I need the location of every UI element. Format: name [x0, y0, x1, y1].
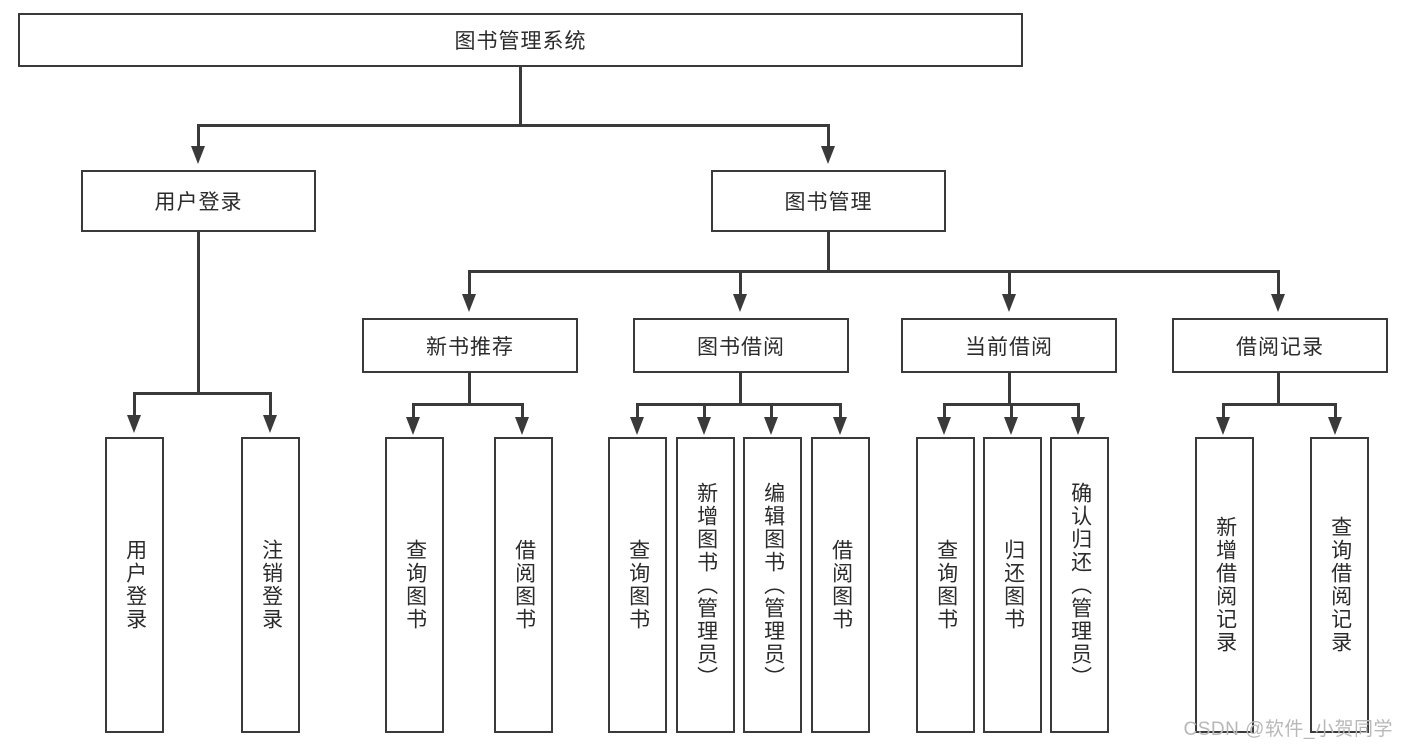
leaf-current-borrow-confirm-return-admin[interactable]: 确认归还（管理员） — [1050, 437, 1109, 733]
connector-book-manage-drop-3 — [1008, 270, 1011, 296]
leaf-label: 查询借阅记录 — [1328, 516, 1352, 654]
leaf-label: 确认归还（管理员） — [1068, 481, 1092, 689]
leaf-book-borrow-borrow-book[interactable]: 借阅图书 — [811, 437, 870, 733]
leaf-label: 注销登录 — [259, 539, 283, 631]
leaf-user-login-logout[interactable]: 注销登录 — [241, 437, 300, 733]
node-root-library-system[interactable]: 图书管理系统 — [18, 13, 1023, 67]
leaf-borrow-record-add-record[interactable]: 新增借阅记录 — [1195, 437, 1254, 733]
connector-book-borrow-drop-4 — [839, 403, 842, 419]
csdn-watermark: CSDN @软件_小贺同学 — [1183, 719, 1393, 740]
leaf-current-borrow-query-book[interactable]: 查询图书 — [916, 437, 975, 733]
arrowhead-current-borrow-leaf-2 — [1004, 417, 1018, 435]
connector-new-book-drop-2 — [521, 403, 524, 419]
arrowhead-to-new-book-recommend — [462, 294, 476, 312]
arrowhead-book-borrow-leaf-1 — [630, 417, 644, 435]
node-book-management[interactable]: 图书管理 — [711, 170, 946, 232]
node-new-book-recommend[interactable]: 新书推荐 — [362, 318, 578, 373]
arrowhead-user-login-leaf-1 — [127, 415, 141, 433]
node-root-label: 图书管理系统 — [454, 30, 587, 53]
leaf-label: 用户登录 — [123, 539, 147, 631]
connector-book-borrow-drop-2 — [703, 403, 706, 419]
connector-book-manage-bar — [468, 270, 1280, 273]
arrowhead-new-book-leaf-1 — [406, 417, 420, 435]
arrowhead-to-current-borrow — [1002, 294, 1016, 312]
connector-current-borrow-drop-1 — [943, 403, 946, 419]
connector-book-manage-stub — [827, 232, 830, 270]
node-new-book-recommend-label: 新书推荐 — [426, 335, 514, 359]
node-user-login-label: 用户登录 — [154, 191, 243, 214]
connector-new-book-drop-1 — [412, 403, 415, 419]
connector-root-to-book-manage — [827, 124, 830, 148]
arrowhead-new-book-leaf-2 — [515, 417, 529, 435]
node-user-login[interactable]: 用户登录 — [81, 170, 316, 232]
arrowhead-current-borrow-leaf-3 — [1071, 417, 1085, 435]
leaf-book-borrow-query-book[interactable]: 查询图书 — [608, 437, 667, 733]
arrowhead-root-to-book-manage — [821, 146, 835, 164]
leaf-label: 新增图书（管理员） — [694, 481, 718, 689]
leaf-label: 查询图书 — [403, 539, 427, 631]
leaf-label: 借阅图书 — [512, 539, 536, 631]
connector-root-bar — [197, 124, 830, 127]
connector-borrow-record-stub — [1277, 373, 1280, 403]
leaf-current-borrow-return-book[interactable]: 归还图书 — [983, 437, 1042, 733]
arrowhead-current-borrow-leaf-1 — [937, 417, 951, 435]
connector-borrow-record-drop-1 — [1222, 403, 1225, 419]
leaf-borrow-record-query-record[interactable]: 查询借阅记录 — [1310, 437, 1369, 733]
arrowhead-borrow-record-leaf-1 — [1216, 417, 1230, 435]
connector-borrow-record-drop-2 — [1334, 403, 1337, 419]
connector-book-borrow-bar — [636, 403, 842, 406]
connector-user-login-drop-2 — [269, 392, 272, 417]
arrowhead-book-borrow-leaf-3 — [764, 417, 778, 435]
connector-book-manage-drop-1 — [468, 270, 471, 296]
connector-root-to-user-login — [197, 124, 200, 148]
arrowhead-book-borrow-leaf-2 — [697, 417, 711, 435]
node-current-borrow-label: 当前借阅 — [965, 335, 1053, 359]
node-current-borrow[interactable]: 当前借阅 — [901, 318, 1117, 373]
node-borrow-record-label: 借阅记录 — [1236, 335, 1324, 359]
connector-new-book-stub — [468, 373, 471, 403]
arrowhead-user-login-leaf-2 — [263, 415, 277, 433]
leaf-label: 查询图书 — [934, 539, 958, 631]
connector-root-stub — [519, 67, 522, 124]
leaf-label: 编辑图书（管理员） — [761, 481, 785, 689]
leaf-book-borrow-edit-book-admin[interactable]: 编辑图书（管理员） — [743, 437, 802, 733]
connector-current-borrow-drop-3 — [1077, 403, 1080, 419]
leaf-label: 新增借阅记录 — [1213, 516, 1237, 654]
connector-book-borrow-stub — [739, 373, 742, 403]
leaf-label: 归还图书 — [1001, 539, 1025, 631]
connector-book-borrow-drop-3 — [770, 403, 773, 419]
connector-current-borrow-drop-2 — [1010, 403, 1013, 419]
connector-book-borrow-drop-1 — [636, 403, 639, 419]
node-borrow-record[interactable]: 借阅记录 — [1172, 318, 1388, 373]
arrowhead-root-to-user-login — [191, 146, 205, 164]
connector-borrow-record-bar — [1222, 403, 1337, 406]
connector-user-login-stub — [197, 232, 200, 392]
connector-book-manage-drop-2 — [739, 270, 742, 296]
leaf-user-login-login[interactable]: 用户登录 — [105, 437, 164, 733]
leaf-label: 查询图书 — [626, 539, 650, 631]
leaf-new-book-borrow-book[interactable]: 借阅图书 — [494, 437, 553, 733]
arrowhead-book-borrow-leaf-4 — [833, 417, 847, 435]
connector-new-book-bar — [412, 403, 524, 406]
connector-current-borrow-stub — [1008, 373, 1011, 403]
leaf-new-book-query-book[interactable]: 查询图书 — [385, 437, 444, 733]
node-book-management-label: 图书管理 — [784, 191, 873, 214]
connector-user-login-bar — [133, 392, 269, 395]
connector-user-login-drop-1 — [133, 392, 136, 417]
leaf-book-borrow-add-book-admin[interactable]: 新增图书（管理员） — [676, 437, 735, 733]
node-book-borrow[interactable]: 图书借阅 — [633, 318, 849, 373]
arrowhead-to-book-borrow — [733, 294, 747, 312]
connector-book-manage-drop-4 — [1277, 270, 1280, 296]
arrowhead-to-borrow-record — [1271, 294, 1285, 312]
arrowhead-borrow-record-leaf-2 — [1328, 417, 1342, 435]
leaf-label: 借阅图书 — [829, 539, 853, 631]
node-book-borrow-label: 图书借阅 — [697, 335, 785, 359]
